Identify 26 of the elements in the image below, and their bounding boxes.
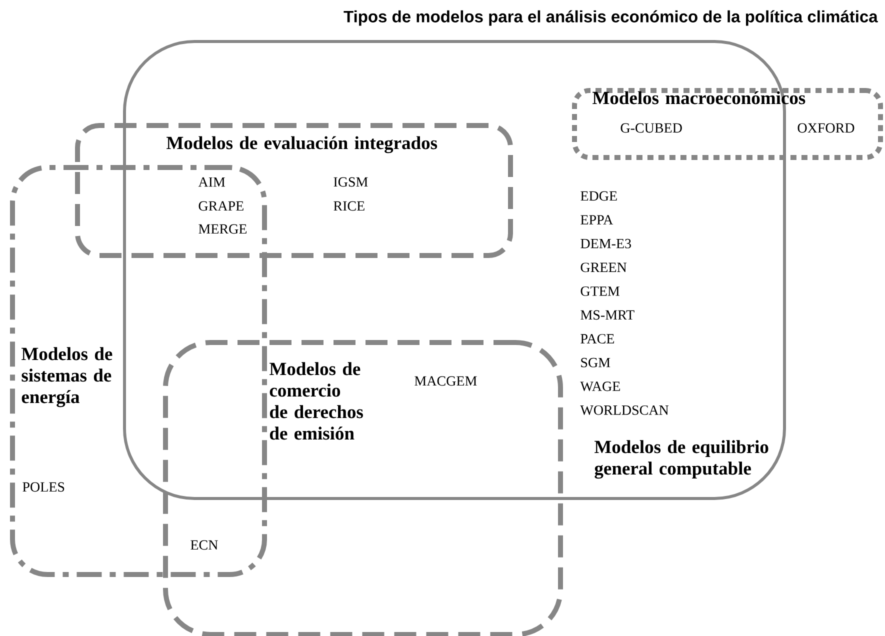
model-name: GTEM — [580, 286, 620, 296]
set-heading: Modelos de evaluación integrados — [166, 136, 438, 154]
model-name: AIM — [198, 177, 226, 187]
model-name: WORLDSCAN — [580, 405, 669, 415]
model-name: PACE — [580, 334, 614, 344]
model-name: POLES — [22, 482, 64, 492]
model-name: ECN — [190, 540, 218, 550]
title: Tipos de modelos para el análisis económico de la política climática — [344, 10, 878, 26]
set-heading: Modelos de sistemas de energía — [22, 347, 112, 408]
model-name: GREEN — [580, 262, 627, 272]
set-heading: Modelos de comercio de derechos de emisión — [270, 362, 363, 440]
set-heading: Modelos macroeconómicos — [592, 91, 806, 104]
set-heading: Modelos de equilibrio general computable — [594, 440, 768, 479]
model-name: DEM-E3 — [580, 238, 631, 248]
model-name: SGM — [581, 358, 610, 368]
model-name: RICE — [334, 201, 364, 211]
model-name: G-CUBED — [620, 123, 682, 133]
model-name: OXFORD — [798, 123, 854, 133]
model-name: MERGE — [198, 224, 246, 234]
model-name: EDGE — [580, 191, 617, 201]
model-name: GRAPE — [198, 201, 244, 211]
model-name: MACGEM — [414, 376, 477, 386]
model-name: EPPA — [580, 215, 614, 224]
model-name: IGSM — [334, 177, 368, 187]
model-name: WAGE — [580, 382, 620, 392]
model-name: MS-MRT — [580, 310, 634, 320]
